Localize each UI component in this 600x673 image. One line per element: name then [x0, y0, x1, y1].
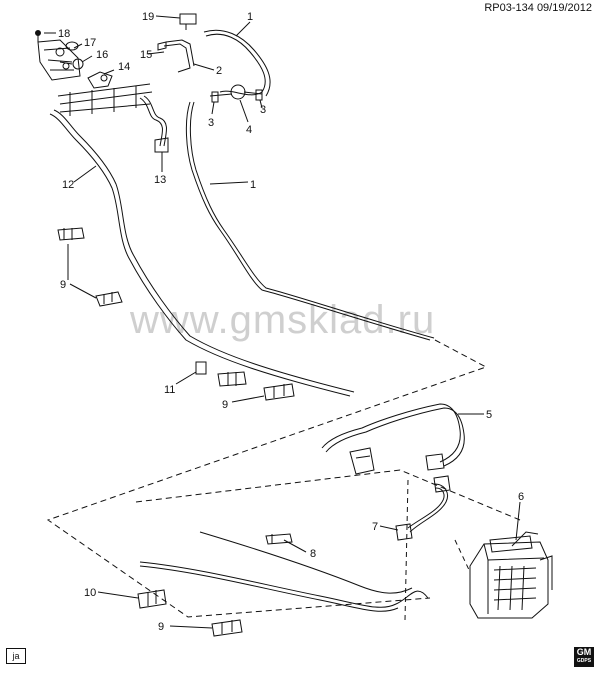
clip-11 — [195, 361, 207, 375]
vapor-line-7 — [409, 483, 448, 533]
quick-connector-5a — [349, 447, 375, 475]
purge-valve-assembly — [37, 39, 81, 81]
callout-3-right: 3 — [260, 104, 266, 116]
callout-15: 15 — [140, 49, 152, 61]
callout-3-left: 3 — [208, 117, 214, 129]
clip-10 — [137, 589, 167, 609]
leader-lines — [44, 15, 521, 629]
clamps-3 — [211, 89, 263, 103]
callout-4: 4 — [246, 124, 252, 136]
callout-6: 6 — [518, 491, 524, 503]
callout-9-middle: 9 — [222, 399, 228, 411]
fuel-line-lower — [139, 561, 429, 608]
callout-7: 7 — [372, 521, 378, 533]
valve-16 — [59, 58, 84, 70]
seal-17 — [65, 41, 79, 51]
diagram-code: RP03-134 — [484, 2, 534, 14]
callout-11: 11 — [164, 384, 175, 396]
connector-9-c — [217, 371, 247, 387]
diagram-date: 09/19/2012 — [536, 2, 592, 14]
callout-8: 8 — [310, 548, 316, 560]
callout-9-upper: 9 — [60, 279, 66, 291]
connector-9-e — [211, 619, 243, 637]
gm-logo-top: GM — [576, 647, 592, 657]
gm-logo: GM GDPS — [574, 647, 594, 667]
callout-12: 12 — [62, 179, 74, 191]
quick-connector-7 — [395, 523, 413, 541]
callout-17: 17 — [84, 37, 96, 49]
callout-2: 2 — [216, 65, 222, 77]
callout-16: 16 — [96, 49, 108, 61]
callout-1-lower: 1 — [250, 179, 256, 191]
callout-10: 10 — [84, 587, 96, 599]
callout-19: 19 — [142, 11, 154, 23]
hose-13 — [139, 95, 169, 153]
valve-4 — [209, 84, 263, 100]
vapor-line-5 — [321, 403, 461, 463]
dashed-canister-link — [404, 479, 471, 621]
gm-logo-bottom: GDPS — [576, 658, 592, 664]
connector-9-d — [263, 383, 295, 401]
hose-1-line — [185, 101, 431, 341]
quick-connector-7b — [433, 475, 451, 493]
fuel-line-12 — [49, 113, 351, 397]
clip-8 — [265, 533, 293, 545]
quick-connector-5b — [425, 453, 445, 471]
solenoid-14 — [87, 71, 113, 89]
vapor-line-lower — [199, 531, 413, 594]
hose-1-upper — [205, 33, 266, 96]
fuel-rail — [57, 83, 153, 116]
hose-15 — [157, 39, 195, 73]
callout-1-upper: 1 — [247, 11, 253, 23]
connector-9-b — [95, 291, 123, 307]
callout-18: 18 — [58, 28, 70, 40]
callout-13: 13 — [154, 174, 166, 186]
dashed-assembly-outline — [46, 339, 488, 618]
connector-9-a — [57, 227, 85, 241]
evap-canister-6 — [469, 531, 553, 619]
bolt-18 — [35, 30, 41, 42]
callout-9-lower: 9 — [158, 621, 164, 633]
diagram-header: RP03-134 09/19/2012 — [484, 2, 592, 14]
callout-14: 14 — [118, 61, 130, 73]
callout-labels: 19 1 18 17 16 15 14 2 3 3 4 13 12 1 9 11… — [58, 11, 524, 633]
callout-5: 5 — [486, 409, 492, 421]
tag-box: ja — [6, 648, 26, 664]
part-19 — [179, 13, 197, 30]
dashed-assembly-outline-inner — [135, 469, 521, 521]
